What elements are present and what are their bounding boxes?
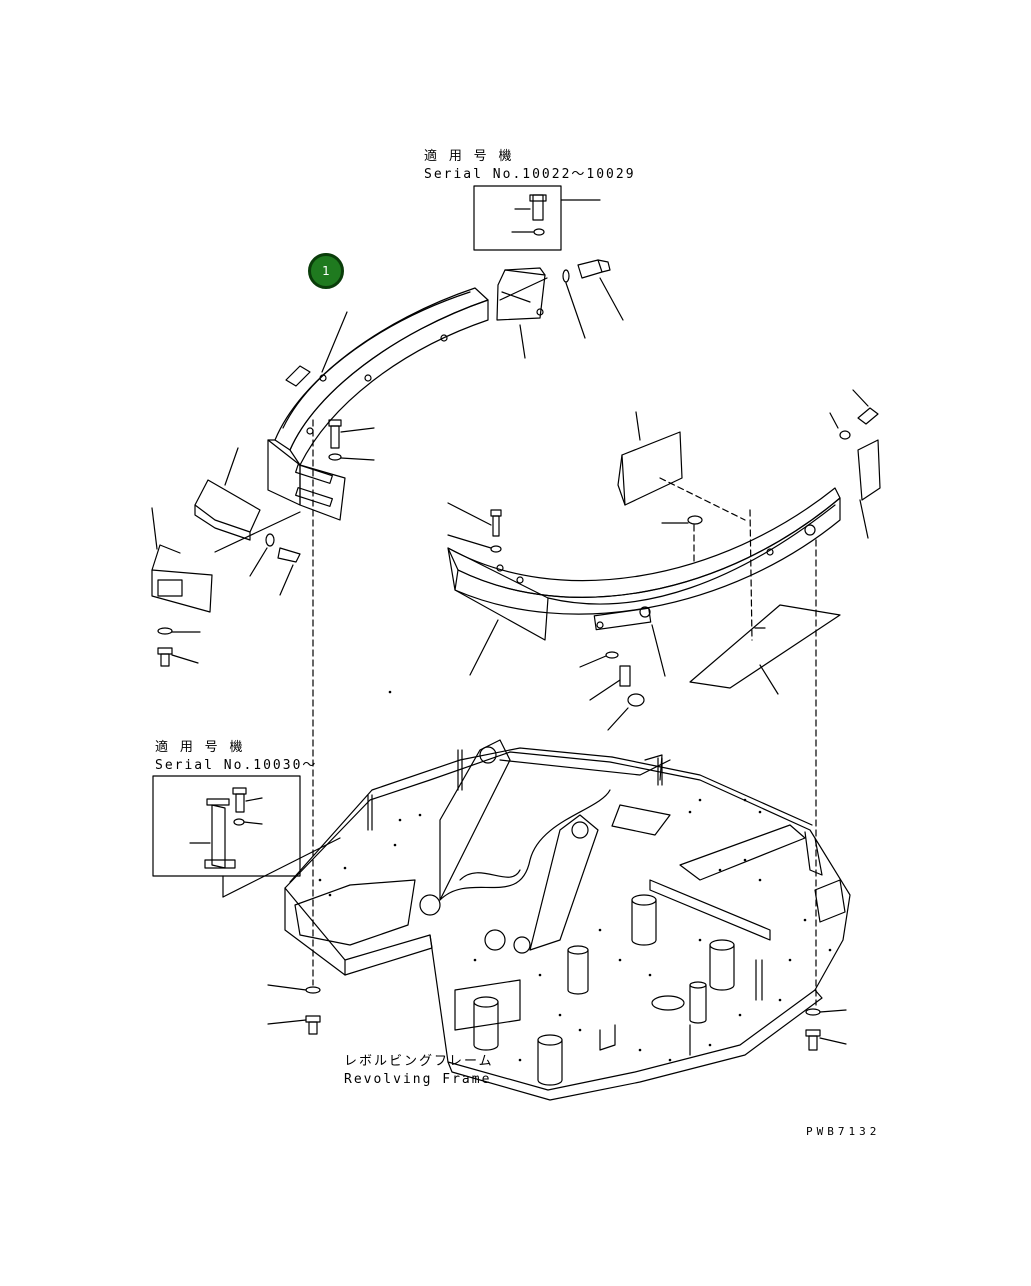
reference-lines	[312, 419, 817, 1006]
serial-top-en-label: Serial No.10022～10029	[424, 167, 636, 182]
middle-fasteners	[447, 502, 703, 731]
counterweight-lower	[447, 487, 841, 677]
revolving-frame	[284, 690, 851, 1101]
revolving-frame-jp-label: レボルビングフレーム	[344, 1054, 494, 1069]
frame-bolts	[267, 984, 847, 1051]
revolving-frame-en-label: Revolving Frame	[344, 1072, 492, 1087]
inset-box-top	[473, 185, 601, 251]
counterweight-upper	[267, 287, 489, 521]
part-callout-1[interactable]: 1	[308, 253, 344, 289]
upper-center-bolts	[328, 419, 375, 461]
serial-top-jp-label: 適 用 号 機	[424, 149, 514, 164]
inset-box-bottom	[152, 775, 341, 898]
serial-bottom-en-label: Serial No.10030～	[155, 758, 318, 773]
drawing-code: PWB7132	[806, 1125, 881, 1138]
serial-bottom-jp-label: 適 用 号 機	[155, 740, 245, 755]
part-callout-number: 1	[322, 264, 330, 278]
left-side-plates	[151, 447, 301, 667]
upper-bracket	[496, 259, 624, 359]
right-pads	[617, 389, 881, 695]
